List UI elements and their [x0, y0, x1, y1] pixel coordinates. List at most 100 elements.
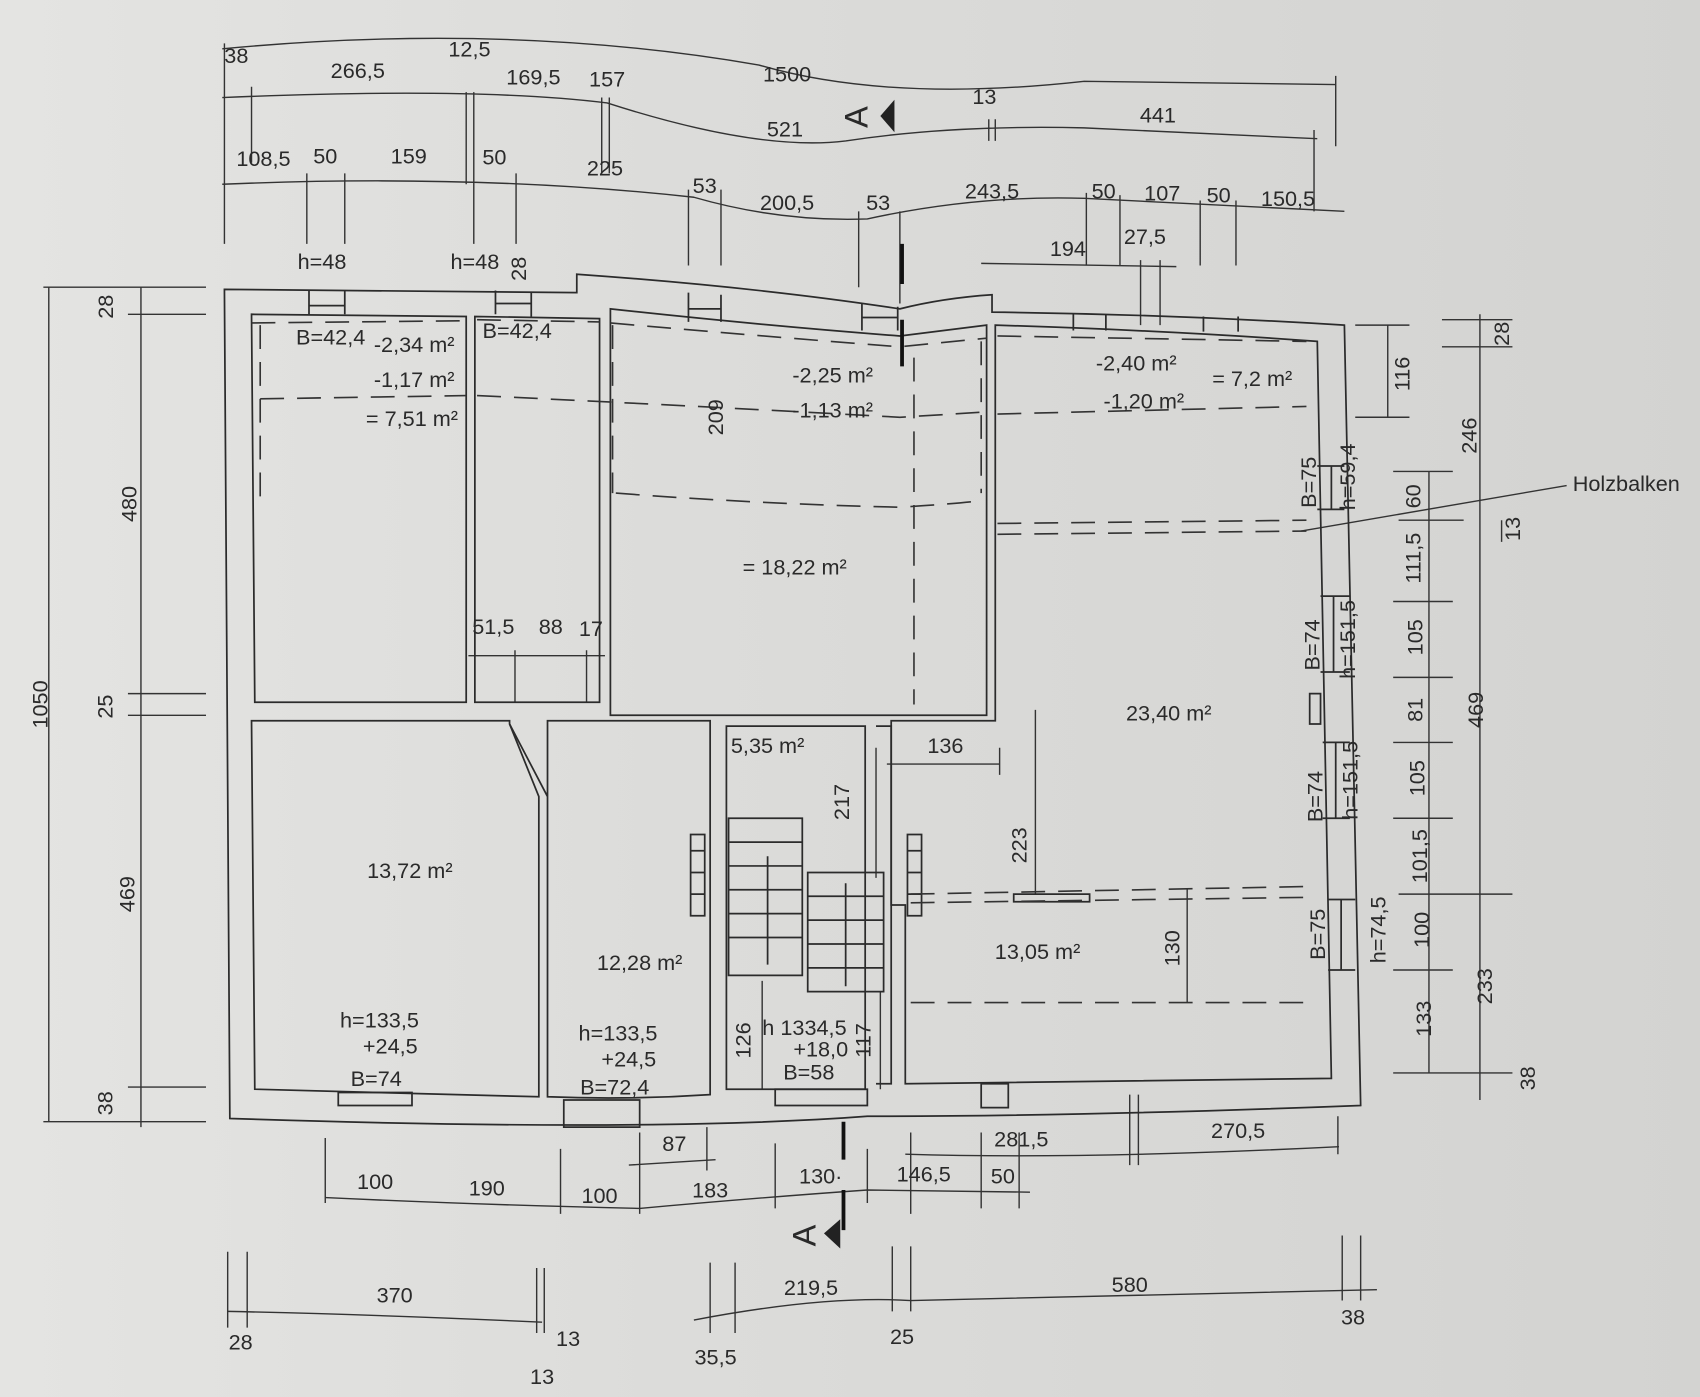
dimension-label: 130· [799, 1163, 842, 1188]
dimension-label: 150,5 [1261, 186, 1315, 211]
room-label: 209 [703, 399, 728, 435]
dimension-label: 281,5 [994, 1127, 1048, 1152]
dimension-label: 25 [890, 1324, 914, 1349]
room-label: 13,05 m² [995, 939, 1080, 964]
dimension-label: 101,5 [1407, 829, 1432, 883]
room-label: 130 [1160, 930, 1185, 966]
dimension-label: 219,5 [784, 1275, 838, 1300]
dimension-label: 183 [692, 1178, 728, 1203]
dimension-label: 107 [1144, 181, 1180, 206]
dimension-label: 28 [506, 257, 531, 281]
dimension-label: 105 [1402, 619, 1427, 655]
dimension-label: 25 [93, 695, 118, 719]
dimension-label: B=74 [1299, 619, 1324, 670]
dimension-label: 13 [530, 1364, 554, 1389]
dimension-label: 50 [313, 144, 337, 169]
dimension-label: 1050 [28, 680, 53, 728]
dimension-label: 81 [1402, 698, 1427, 722]
dimension-label: 469 [114, 876, 139, 912]
room-label: B=58 [783, 1059, 834, 1084]
dimension-label: 157 [589, 67, 625, 92]
dimension-label: 13 [972, 84, 996, 109]
dimension-label: 100 [357, 1169, 393, 1194]
dimension-label: 27,5 [1124, 224, 1166, 249]
room-label: -1,20 m² [1103, 389, 1184, 414]
dimension-label: h=48 [450, 249, 499, 274]
dimension-label: 38 [1341, 1304, 1365, 1329]
dimension-label: 108,5 [236, 146, 290, 171]
dimension-label: 38 [93, 1091, 118, 1115]
room-label: 13,72 m² [367, 858, 452, 883]
room-label: +18,0 [793, 1037, 848, 1062]
dimension-label: 233 [1472, 968, 1497, 1004]
dimension-label: 243,5 [965, 178, 1019, 203]
dimension-label: 133 [1411, 1001, 1436, 1037]
dimension-label: 35,5 [694, 1344, 736, 1369]
room-label: +24,5 [601, 1046, 656, 1071]
dimension-label: h=151,5 [1337, 741, 1362, 820]
room-label: B=74 [351, 1066, 402, 1091]
dimension-label: 28 [93, 295, 118, 319]
dimension-label: 1500 [763, 61, 811, 86]
dimension-label: 200,5 [760, 190, 814, 215]
dimension-label: 100 [1409, 912, 1434, 948]
room-label: = 7,2 m² [1212, 366, 1292, 391]
room-label: -1,13 m² [792, 397, 873, 422]
room-label: h=133,5 [579, 1020, 658, 1045]
dimension-label: 38 [224, 43, 248, 68]
dimension-label: 580 [1112, 1272, 1148, 1297]
dimension-label: 12,5 [448, 36, 490, 61]
dimension-label: 38 [1515, 1066, 1540, 1090]
dimension-label: 53 [866, 190, 890, 215]
room-label: = 7,51 m² [366, 406, 458, 431]
dimension-label: 159 [391, 144, 427, 169]
dimension-label: 28 [1489, 322, 1514, 346]
dimension-label: 87 [662, 1131, 686, 1156]
holzbalken-label: Holzbalken [1573, 471, 1680, 496]
room-label: -2,34 m² [374, 332, 455, 357]
room-label: 17 [579, 616, 603, 641]
dimension-label: 100 [581, 1183, 617, 1208]
room-label: -2,25 m² [792, 363, 873, 388]
dimension-label: B=75 [1296, 457, 1321, 508]
room-label: B=42,4 [296, 325, 365, 350]
dimension-label: 469 [1463, 692, 1488, 728]
dimension-label: 50 [991, 1163, 1015, 1188]
dimension-label: 50 [482, 145, 506, 170]
room-label: -1,17 m² [374, 367, 455, 392]
room-label: -2,40 m² [1096, 351, 1177, 376]
room-label: 5,35 m² [731, 733, 804, 758]
room-label: 88 [539, 614, 563, 639]
dimension-label: h=151,5 [1335, 600, 1360, 679]
dimension-label: 480 [117, 486, 142, 522]
room-label: 117 [851, 1023, 876, 1058]
dimension-label: 225 [587, 156, 623, 181]
room-label: 217 [829, 784, 854, 820]
dimension-label: 28 [229, 1329, 253, 1354]
dimension-label: 266,5 [331, 58, 385, 83]
beam-lines [251, 318, 1307, 1004]
room-label: 223 [1007, 827, 1032, 863]
room-label: B=42,4 [483, 318, 552, 343]
dimension-label: h=59,4 [1335, 443, 1360, 510]
room-label: = 18,22 m² [743, 554, 847, 579]
room-label: B=72,4 [580, 1075, 649, 1100]
dimension-label: 50 [1092, 178, 1116, 203]
dimension-lines [43, 37, 1567, 1334]
section-label-bottom: A [786, 1224, 822, 1246]
dimension-label: 146,5 [897, 1161, 951, 1186]
dimension-label: 105 [1405, 760, 1430, 796]
dimension-label: 111,5 [1400, 533, 1425, 584]
dimension-label: h=48 [298, 249, 347, 274]
dimension-label: 190 [469, 1175, 505, 1200]
section-arrow-top [880, 99, 895, 133]
dimension-label: 246 [1457, 418, 1482, 454]
dimension-label: 441 [1140, 102, 1176, 127]
dimension-label: 53 [693, 173, 717, 198]
dimension-label: 50 [1207, 183, 1231, 208]
dimension-label: 194 [1050, 236, 1086, 261]
walls [223, 273, 1362, 1129]
dimension-label: 169,5 [506, 65, 560, 90]
